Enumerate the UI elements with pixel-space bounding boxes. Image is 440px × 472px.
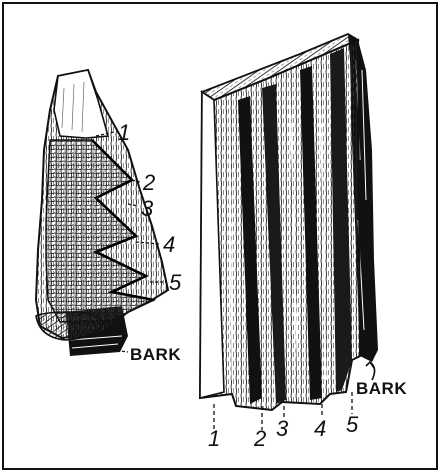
left-chip-figure: 1 2 3 4 5 BARK: [36, 70, 182, 364]
left-label-1: 1: [118, 120, 130, 145]
right-label-4: 4: [314, 416, 326, 441]
right-slab-figure: 1 2 3 4 5 BARK: [200, 34, 407, 451]
left-bark-label: BARK: [130, 345, 181, 364]
right-bark-label: BARK: [356, 379, 407, 398]
right-label-3: 3: [276, 416, 289, 441]
right-bark-arrow: [366, 362, 375, 380]
left-label-5: 5: [169, 270, 182, 295]
left-label-2: 2: [142, 170, 155, 195]
right-label-5: 5: [346, 412, 359, 437]
right-label-1: 1: [208, 426, 220, 451]
left-label-4: 4: [163, 232, 175, 257]
left-label-3: 3: [141, 196, 154, 221]
right-label-2: 2: [253, 426, 266, 451]
